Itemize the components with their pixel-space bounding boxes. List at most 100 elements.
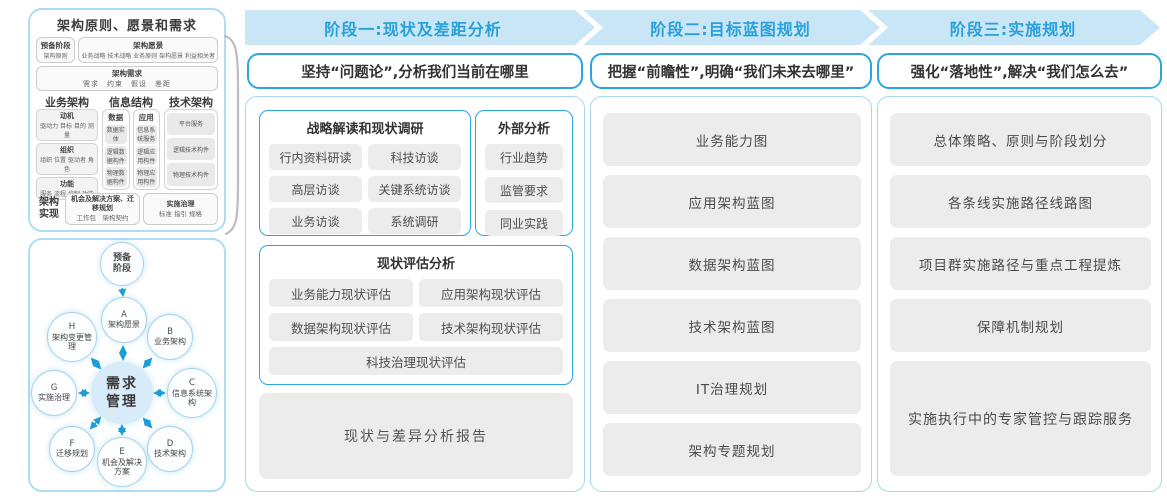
business-architecture-title: 业务架构 bbox=[45, 95, 89, 109]
panel-title: 架构原则、愿景和需求 bbox=[56, 19, 197, 34]
assessment-title: 现状评估分析 bbox=[376, 257, 455, 272]
node-label: 实施治理 bbox=[38, 393, 70, 403]
assessment-item: 业务能力现状评估 bbox=[269, 279, 413, 307]
implementation-governance-box: 实施治理 标准 指引 规格 bbox=[143, 192, 218, 225]
survey-item: 业务访谈 bbox=[269, 208, 362, 234]
adm-arrows bbox=[78, 287, 166, 436]
phase2-header-band: 阶段二:目标蓝图规划 bbox=[583, 10, 880, 45]
node-letter: A bbox=[121, 310, 127, 321]
architecture-principles-panel: 架构原则、愿景和需求 预备阶段 架构原则 架构愿景 业务战略 技术战略 业务原则… bbox=[28, 8, 226, 232]
req-title: 架构需求 bbox=[112, 68, 142, 78]
box-title: 实施治理 bbox=[166, 199, 195, 208]
phase2-item: 架构专题规划 bbox=[603, 423, 861, 476]
phase1-subtitle-box: 坚持“问题论”,分析我们当前在哪里 bbox=[247, 53, 583, 89]
phase3-column: 总体策略、原则与阶段划分 各条线实施路径线路图 项目群实施路径与重点工程提炼 保… bbox=[877, 96, 1162, 492]
group-title: 动机 bbox=[60, 111, 74, 120]
application-item: 信息系统服务 bbox=[135, 124, 157, 144]
phase3-item: 保障机制规划 bbox=[890, 299, 1151, 352]
survey-item: 高层访谈 bbox=[269, 176, 362, 202]
assessment-item: 应用架构现状评估 bbox=[419, 279, 563, 307]
adm-node-f-migration: F 迁移规划 bbox=[49, 426, 95, 472]
phase3-item: 项目群实施路径与重点工程提炼 bbox=[890, 237, 1151, 290]
technical-architecture-title: 技术架构 bbox=[169, 95, 213, 109]
data-item: 数据实体 bbox=[105, 124, 127, 144]
application-subcolumn: 应用 信息系统服务 逻辑应用构件 物理应用构件 bbox=[132, 108, 160, 190]
node-label: 业务架构 bbox=[154, 337, 186, 347]
group-items: 驱动力 目标 目的 测量 bbox=[40, 122, 94, 139]
gap-analysis-report-box: 现状与差异分析报告 bbox=[259, 393, 573, 479]
survey-item: 关键系统访谈 bbox=[368, 176, 461, 202]
phase3-item: 各条线实施路径线路图 bbox=[890, 175, 1151, 228]
brace-connector bbox=[223, 34, 240, 236]
prep-phase-title: 预备阶段 bbox=[40, 40, 71, 50]
adm-node-requirements-management: 需求 管理 bbox=[91, 362, 153, 424]
tech-item: 平台服务 bbox=[167, 112, 215, 135]
phase1-header-band: 阶段一:现状及差距分析 bbox=[245, 10, 595, 45]
node-letter: B bbox=[167, 327, 173, 338]
external-item: 行业趋势 bbox=[485, 144, 563, 170]
phase2-item: 数据架构蓝图 bbox=[603, 237, 861, 290]
assessment-item: 数据架构现状评估 bbox=[269, 313, 413, 341]
adm-node-h-change: H 架构变更管理 bbox=[47, 312, 97, 362]
survey-title: 战略解读和现状调研 bbox=[306, 122, 424, 137]
node-label: 架构愿景 bbox=[108, 320, 140, 330]
phase3-header-band: 阶段三:实施规划 bbox=[868, 10, 1160, 45]
node-letter: C bbox=[189, 378, 195, 389]
phase2-subtitle-box: 把握“前瞻性”,明确“我们未来去哪里” bbox=[590, 53, 872, 89]
node-letter: F bbox=[69, 439, 75, 450]
data-title: 数据 bbox=[108, 112, 124, 122]
phase2-item: 业务能力图 bbox=[603, 113, 861, 166]
external-title: 外部分析 bbox=[497, 122, 550, 137]
group-items: 组织 位置 驱动者 角色 bbox=[40, 156, 94, 173]
node-letter: D bbox=[166, 439, 174, 450]
technical-architecture-column: 技术架构 平台服务 逻辑技术构件 物理技术构件 bbox=[164, 94, 218, 190]
survey-item: 行内资料研读 bbox=[269, 144, 362, 170]
motivation-group: 动机 驱动力 目标 目的 测量 bbox=[36, 108, 98, 141]
adm-cycle-panel: 预备 阶段 A 架构愿景 B 业务架构 C 信息系统架构 D 技术架构 E 机会… bbox=[28, 238, 226, 492]
architecture-vision-box: 架构愿景 业务战略 技术战略 业务原则 架构愿景 利益相关者 bbox=[78, 37, 218, 63]
opportunities-migration-box: 机会及解决方案、迁移规划 工作包 架构契约 bbox=[65, 192, 140, 225]
box-items: 标准 指引 规格 bbox=[158, 209, 203, 218]
tech-item: 逻辑技术构件 bbox=[167, 137, 215, 161]
vision-items: 业务战略 技术战略 业务原则 架构愿景 利益相关者 bbox=[81, 52, 215, 60]
prep-line: 阶段 bbox=[112, 264, 131, 274]
prep-line: 预备 bbox=[112, 252, 131, 263]
business-architecture-column: 业务架构 动机 驱动力 目标 目的 测量 组织 组织 位置 驱动者 角色 功能 … bbox=[36, 94, 98, 200]
information-structure-column: 信息结构 数据 数据实体 逻辑数据构件 物理数据构件 应用 信息系统服务 逻辑应… bbox=[102, 94, 160, 190]
application-item: 物理应用构件 bbox=[135, 167, 157, 187]
adm-node-a-vision: A 架构愿景 bbox=[101, 297, 147, 343]
center-line: 需求 bbox=[106, 375, 138, 392]
phase2-item: 应用架构蓝图 bbox=[603, 175, 861, 228]
impl-label-line: 实现 bbox=[39, 208, 59, 220]
node-letter: E bbox=[119, 447, 125, 458]
vision-title: 架构愿景 bbox=[133, 40, 164, 50]
group-title: 组织 bbox=[60, 145, 74, 154]
node-label: 信息系统架构 bbox=[172, 388, 212, 408]
assessment-analysis-box: 现状评估分析 业务能力现状评估 应用架构现状评估 数据架构现状评估 技术架构现状… bbox=[259, 245, 573, 385]
assessment-item-full: 科技治理现状评估 bbox=[269, 347, 563, 375]
strategy-survey-box: 战略解读和现状调研 行内资料研读 科技访谈 高层访谈 关键系统访谈 业务访谈 系… bbox=[259, 110, 471, 236]
data-subcolumn: 数据 数据实体 逻辑数据构件 物理数据构件 bbox=[102, 108, 130, 190]
prep-phase-sub: 架构原则 bbox=[43, 52, 68, 60]
phase2-column: 业务能力图 应用架构蓝图 数据架构蓝图 技术架构蓝图 IT治理规划 架构专题规划 bbox=[590, 96, 872, 492]
node-label: 迁移规划 bbox=[56, 449, 88, 459]
phase1-header: 阶段一:现状及差距分析 bbox=[324, 19, 502, 39]
external-analysis-box: 外部分析 行业趋势 监管要求 同业实践 bbox=[475, 110, 573, 236]
prep-phase-box: 预备阶段 架构原则 bbox=[36, 37, 76, 63]
external-item: 监管要求 bbox=[485, 177, 563, 203]
impl-label-line: 架构 bbox=[39, 197, 59, 209]
node-label: 机会及解决方案 bbox=[102, 457, 142, 477]
external-item: 同业实践 bbox=[485, 210, 563, 236]
node-letter: G bbox=[50, 383, 58, 394]
application-item: 逻辑应用构件 bbox=[135, 145, 157, 166]
box-items: 工作包 架构契约 bbox=[76, 214, 129, 223]
req-items: 需求 约束 假设 差距 bbox=[83, 79, 171, 88]
assessment-item: 技术架构现状评估 bbox=[419, 313, 563, 341]
information-structure-title: 信息结构 bbox=[109, 95, 153, 109]
phase2-item: IT治理规划 bbox=[603, 361, 861, 414]
organization-group: 组织 组织 位置 驱动者 角色 bbox=[36, 142, 98, 175]
data-item: 物理数据构件 bbox=[105, 167, 127, 187]
survey-item: 科技访谈 bbox=[368, 144, 461, 170]
center-line: 管理 bbox=[106, 394, 138, 410]
